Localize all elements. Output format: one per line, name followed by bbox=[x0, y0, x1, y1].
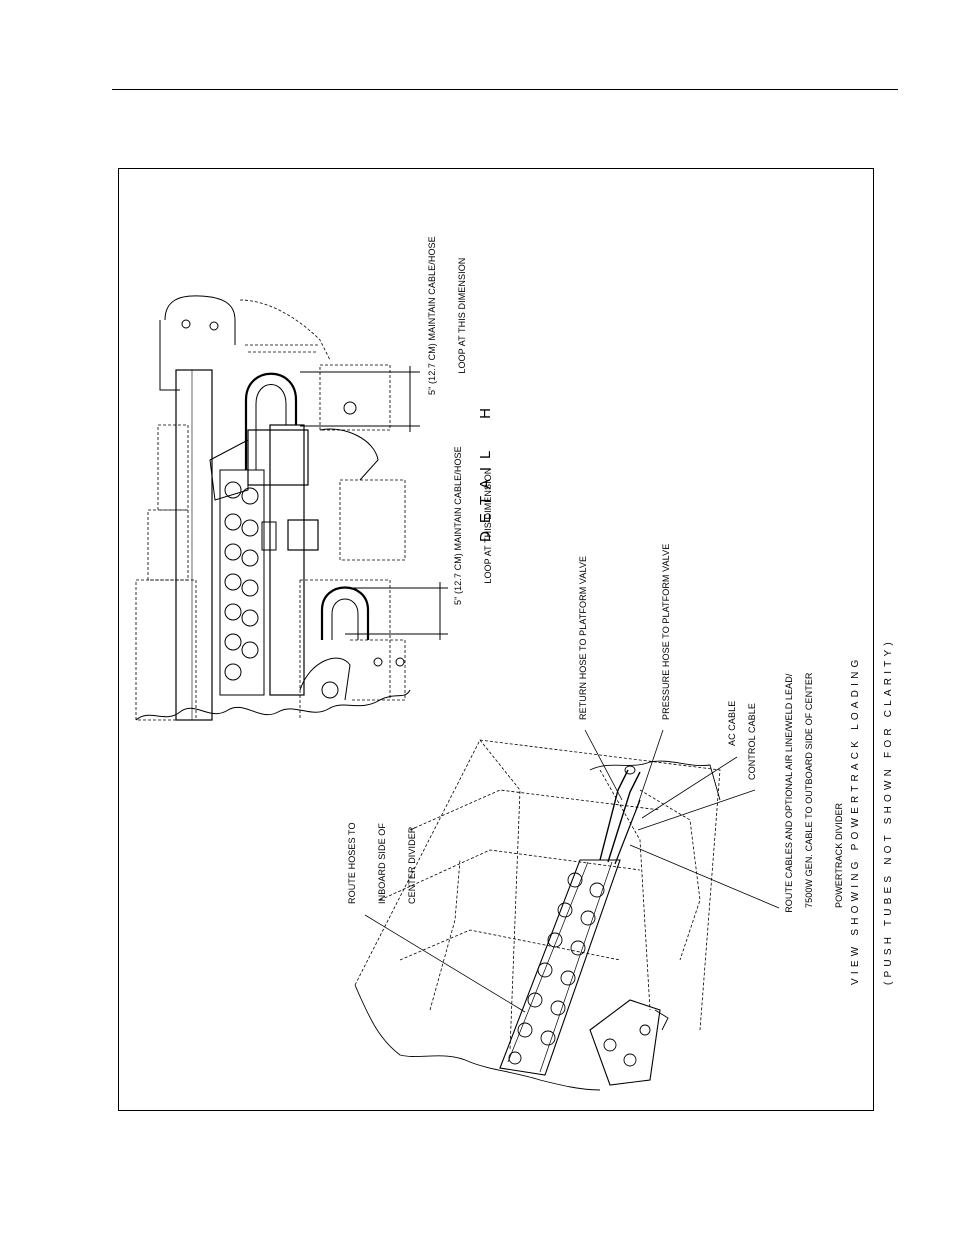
powertrack-view-drawing bbox=[354, 729, 780, 1091]
header-rule bbox=[112, 89, 898, 90]
dimension-note-upper: 5" (12.7 CM) MAINTAIN CABLE/HOSE LOOP AT… bbox=[427, 236, 467, 395]
callout-ac-cable: AC CABLE bbox=[727, 700, 737, 746]
callout-return-hose: RETURN HOSE TO PLATFORM VALVE bbox=[578, 555, 588, 720]
detail-h-drawing bbox=[135, 295, 448, 721]
view-caption: VIEW SHOWING POWERTRACK LOADING (PUSH TU… bbox=[850, 638, 894, 985]
figure-frame bbox=[118, 168, 874, 1111]
callout-route-hoses: ROUTE HOSES TO INBOARD SIDE OF CENTER DI… bbox=[347, 822, 417, 904]
callout-control-cable: CONTROL CABLE bbox=[747, 703, 757, 780]
detail-title: DETAIL H bbox=[477, 399, 494, 542]
callout-pressure-hose: PRESSURE HOSE TO PLATFORM VALVE bbox=[661, 543, 671, 720]
